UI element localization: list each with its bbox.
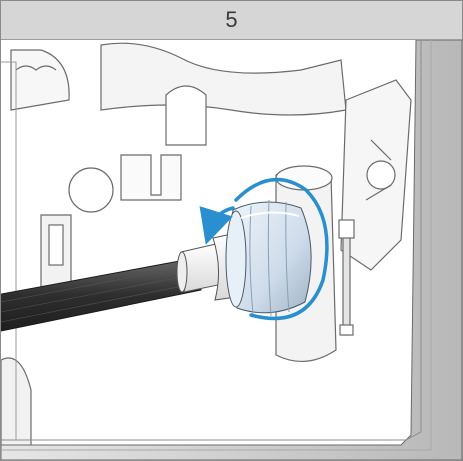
housing-background <box>1 40 462 460</box>
step-number: 5 <box>225 7 238 32</box>
step-header: 5 <box>1 1 462 40</box>
hose <box>1 257 202 332</box>
assembly-illustration <box>1 40 462 460</box>
rotation-arrow <box>199 177 329 321</box>
connector-nut <box>225 199 312 317</box>
